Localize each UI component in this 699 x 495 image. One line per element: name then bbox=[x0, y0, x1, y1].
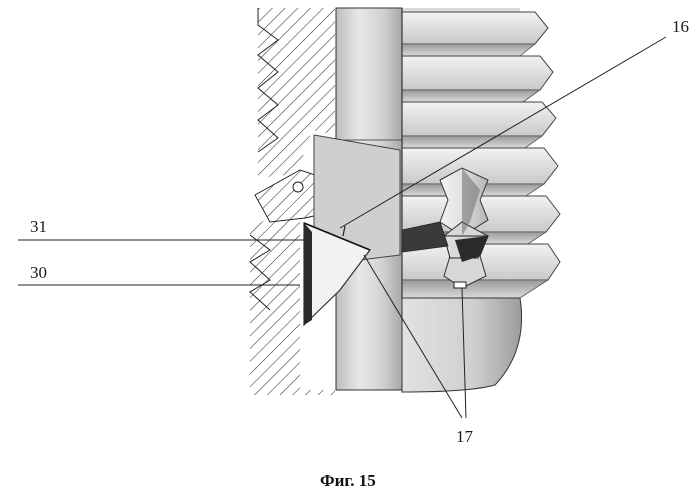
figure-caption: Фиг. 15 bbox=[320, 471, 376, 490]
latch-notch bbox=[454, 282, 466, 288]
threaded-body bbox=[402, 8, 560, 300]
rounded-tip bbox=[402, 298, 522, 392]
label-16: 16 bbox=[672, 17, 689, 36]
thread-tooth bbox=[402, 12, 548, 56]
label-17: 17 bbox=[456, 427, 474, 446]
thread-tooth bbox=[402, 102, 556, 148]
thread-tooth bbox=[402, 56, 553, 102]
label-30: 30 bbox=[30, 263, 47, 282]
label-31: 31 bbox=[30, 217, 47, 236]
small-hole-icon bbox=[293, 182, 303, 192]
